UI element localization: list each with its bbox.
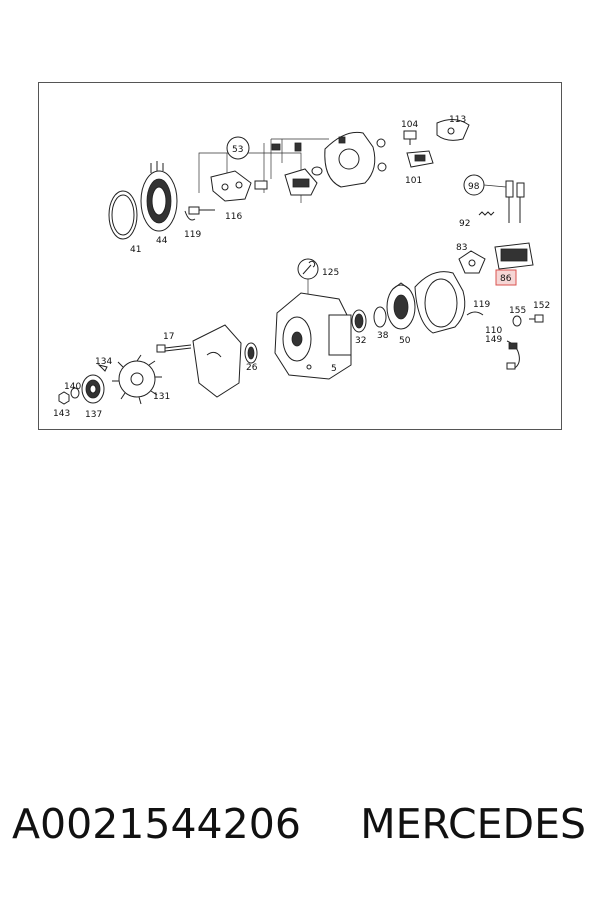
part-119-screw-right bbox=[466, 311, 484, 316]
part-134-key bbox=[97, 364, 108, 372]
part-119-screw-left bbox=[184, 206, 215, 221]
label-152: 152 bbox=[533, 301, 550, 311]
exploded-parts-diagram: 41 44 53 bbox=[38, 82, 562, 430]
part-26-bearing bbox=[244, 342, 258, 364]
label-134: 134 bbox=[95, 357, 112, 367]
label-104: 104 bbox=[401, 120, 418, 130]
label-41: 41 bbox=[130, 245, 141, 255]
label-32: 32 bbox=[355, 336, 366, 346]
part-38-ring bbox=[373, 306, 387, 328]
part-131-fan bbox=[112, 354, 162, 405]
part-116-regulator bbox=[210, 142, 304, 202]
part-98-brushes bbox=[483, 180, 525, 223]
part-5-housing bbox=[274, 292, 352, 380]
label-119-left: 119 bbox=[184, 230, 201, 240]
part-92-spring bbox=[478, 211, 495, 216]
caption: A0021544206 MERCEDES bbox=[0, 800, 600, 860]
label-92: 92 bbox=[459, 219, 470, 229]
label-83: 83 bbox=[456, 243, 467, 253]
part-155 bbox=[512, 315, 522, 327]
part-number: A0021544206 bbox=[12, 800, 301, 848]
label-140: 140 bbox=[64, 382, 81, 392]
part-rear-housing bbox=[311, 131, 387, 188]
part-41-cap bbox=[108, 190, 138, 240]
part-44-ring bbox=[140, 161, 178, 232]
diagram-drawing: 41 44 53 bbox=[53, 115, 550, 420]
label-86: 86 bbox=[500, 274, 512, 284]
label-26: 26 bbox=[246, 363, 258, 373]
wrench-symbol bbox=[302, 260, 316, 275]
part-110-149-cable bbox=[506, 340, 520, 370]
label-125: 125 bbox=[322, 268, 339, 278]
part-143-nut bbox=[58, 391, 70, 405]
label-53: 53 bbox=[232, 145, 243, 155]
label-155: 155 bbox=[509, 306, 526, 316]
label-143: 143 bbox=[53, 409, 70, 419]
part-83 bbox=[458, 250, 486, 274]
part-stator-shell bbox=[414, 271, 466, 334]
label-5: 5 bbox=[331, 364, 337, 374]
label-17: 17 bbox=[163, 332, 174, 342]
part-137-pulley bbox=[81, 374, 105, 404]
part-104 bbox=[403, 130, 417, 145]
label-113: 113 bbox=[449, 115, 466, 125]
part-86-regulator bbox=[494, 242, 534, 270]
part-17-bolt bbox=[156, 344, 192, 353]
part-brush-holder bbox=[284, 168, 318, 196]
label-149: 149 bbox=[485, 335, 502, 345]
label-44: 44 bbox=[156, 236, 168, 246]
label-119-right: 119 bbox=[473, 300, 490, 310]
label-98: 98 bbox=[468, 182, 480, 192]
part-front-shield bbox=[192, 324, 242, 398]
highlight-86 bbox=[495, 269, 517, 286]
label-110: 110 bbox=[485, 326, 502, 336]
label-137: 137 bbox=[85, 410, 102, 420]
label-50: 50 bbox=[399, 336, 411, 346]
part-32 bbox=[351, 309, 367, 333]
label-131: 131 bbox=[153, 392, 170, 402]
brand-name: MERCEDES bbox=[360, 800, 586, 848]
label-38: 38 bbox=[377, 331, 389, 341]
part-50 bbox=[386, 282, 416, 330]
part-101 bbox=[406, 150, 434, 168]
label-101: 101 bbox=[405, 176, 422, 186]
part-113 bbox=[436, 119, 470, 141]
label-116: 116 bbox=[225, 212, 242, 222]
part-152-screw bbox=[529, 314, 544, 323]
part-140-washer bbox=[70, 387, 80, 399]
